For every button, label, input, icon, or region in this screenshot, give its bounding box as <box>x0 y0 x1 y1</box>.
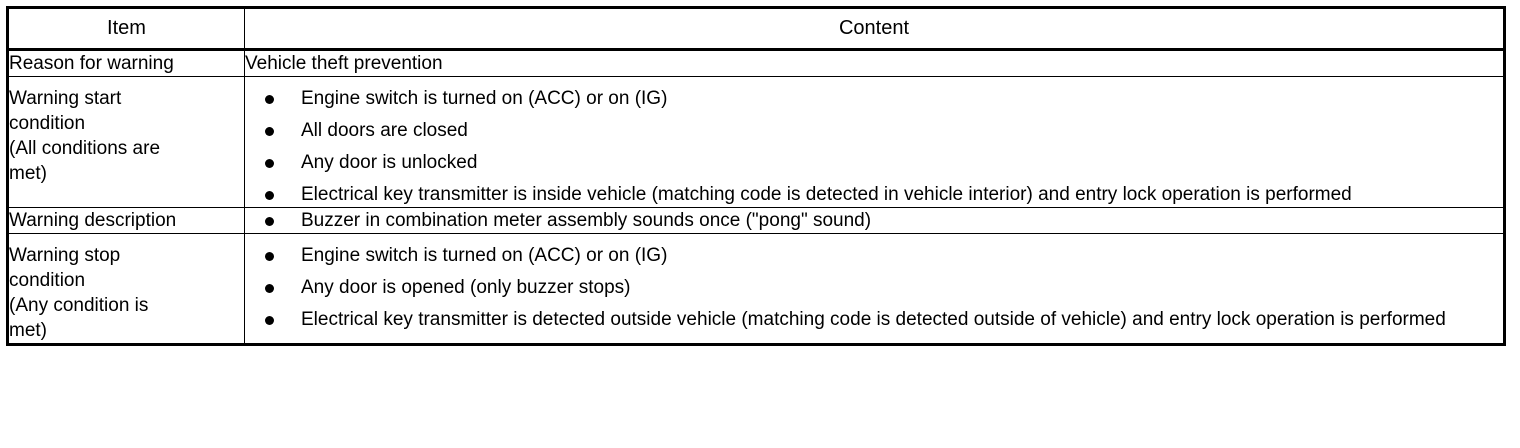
row-content: Buzzer in combination meter assembly sou… <box>244 207 1505 234</box>
column-header-item: Item <box>7 7 245 51</box>
row-item-label: Reason for warning <box>7 49 245 77</box>
bullet-dot-icon <box>265 127 274 136</box>
bullet-dot-icon <box>265 316 274 325</box>
content-text: Vehicle theft prevention <box>245 53 443 74</box>
item-line: condition <box>9 113 86 134</box>
bullet-dot-icon <box>265 252 274 261</box>
bullet-dot-icon <box>265 217 274 226</box>
bullet-dot-icon <box>265 95 274 104</box>
bullet-list: Buzzer in combination meter assembly sou… <box>245 208 1503 233</box>
list-item-text: Any door is opened (only buzzer stops) <box>301 277 631 298</box>
table-header-row: Item Content <box>7 7 1505 51</box>
bullet-list: Engine switch is turned on (ACC) or on (… <box>245 86 1503 207</box>
item-line: Warning start <box>9 88 122 109</box>
row-content: Engine switch is turned on (ACC) or on (… <box>244 76 1505 208</box>
list-item: Electrical key transmitter is detected o… <box>245 307 1503 332</box>
row-item-label: Warning description <box>7 207 245 234</box>
item-line: Warning stop <box>9 245 121 266</box>
list-item-text: Buzzer in combination meter assembly sou… <box>301 210 872 231</box>
row-content: Engine switch is turned on (ACC) or on (… <box>244 233 1505 345</box>
list-item: Any door is opened (only buzzer stops) <box>245 275 1503 300</box>
table-row: Reason for warning Vehicle theft prevent… <box>7 49 1505 77</box>
list-item-text: All doors are closed <box>301 120 468 141</box>
table-header: Item Content <box>7 7 1505 51</box>
bullet-list: Engine switch is turned on (ACC) or on (… <box>245 243 1503 332</box>
item-line: (All conditions are <box>9 138 161 159</box>
list-item: Buzzer in combination meter assembly sou… <box>245 208 1503 233</box>
table-row: Warning stop condition (Any condition is… <box>7 233 1505 345</box>
list-item: Engine switch is turned on (ACC) or on (… <box>245 86 1503 111</box>
item-line: met) <box>9 163 47 184</box>
row-item-label: Warning stop condition (Any condition is… <box>7 233 245 345</box>
row-item-label: Warning start condition (All conditions … <box>7 76 245 208</box>
list-item: Engine switch is turned on (ACC) or on (… <box>245 243 1503 268</box>
list-item: Any door is unlocked <box>245 150 1503 175</box>
spec-table-container: Item Content Reason for warning Vehicle … <box>6 6 1506 439</box>
table-row: Warning start condition (All conditions … <box>7 76 1505 208</box>
list-item: Electrical key transmitter is inside veh… <box>245 182 1503 207</box>
table-row: Warning description Buzzer in combinatio… <box>7 207 1505 234</box>
table-body: Reason for warning Vehicle theft prevent… <box>7 49 1505 345</box>
list-item-text: Engine switch is turned on (ACC) or on (… <box>301 88 668 109</box>
list-item-text: Any door is unlocked <box>301 152 478 173</box>
item-line: (Any condition is <box>9 295 149 316</box>
row-content: Vehicle theft prevention <box>244 49 1505 77</box>
list-item-text: Electrical key transmitter is detected o… <box>301 309 1446 330</box>
item-line: condition <box>9 270 86 291</box>
list-item-text: Electrical key transmitter is inside veh… <box>301 184 1352 205</box>
list-item-text: Engine switch is turned on (ACC) or on (… <box>301 245 668 266</box>
warning-spec-table: Item Content Reason for warning Vehicle … <box>6 6 1506 346</box>
column-header-content: Content <box>244 7 1505 51</box>
bullet-dot-icon <box>265 159 274 168</box>
list-item: All doors are closed <box>245 118 1503 143</box>
item-line: met) <box>9 320 47 341</box>
bullet-dot-icon <box>265 191 274 200</box>
bullet-dot-icon <box>265 284 274 293</box>
